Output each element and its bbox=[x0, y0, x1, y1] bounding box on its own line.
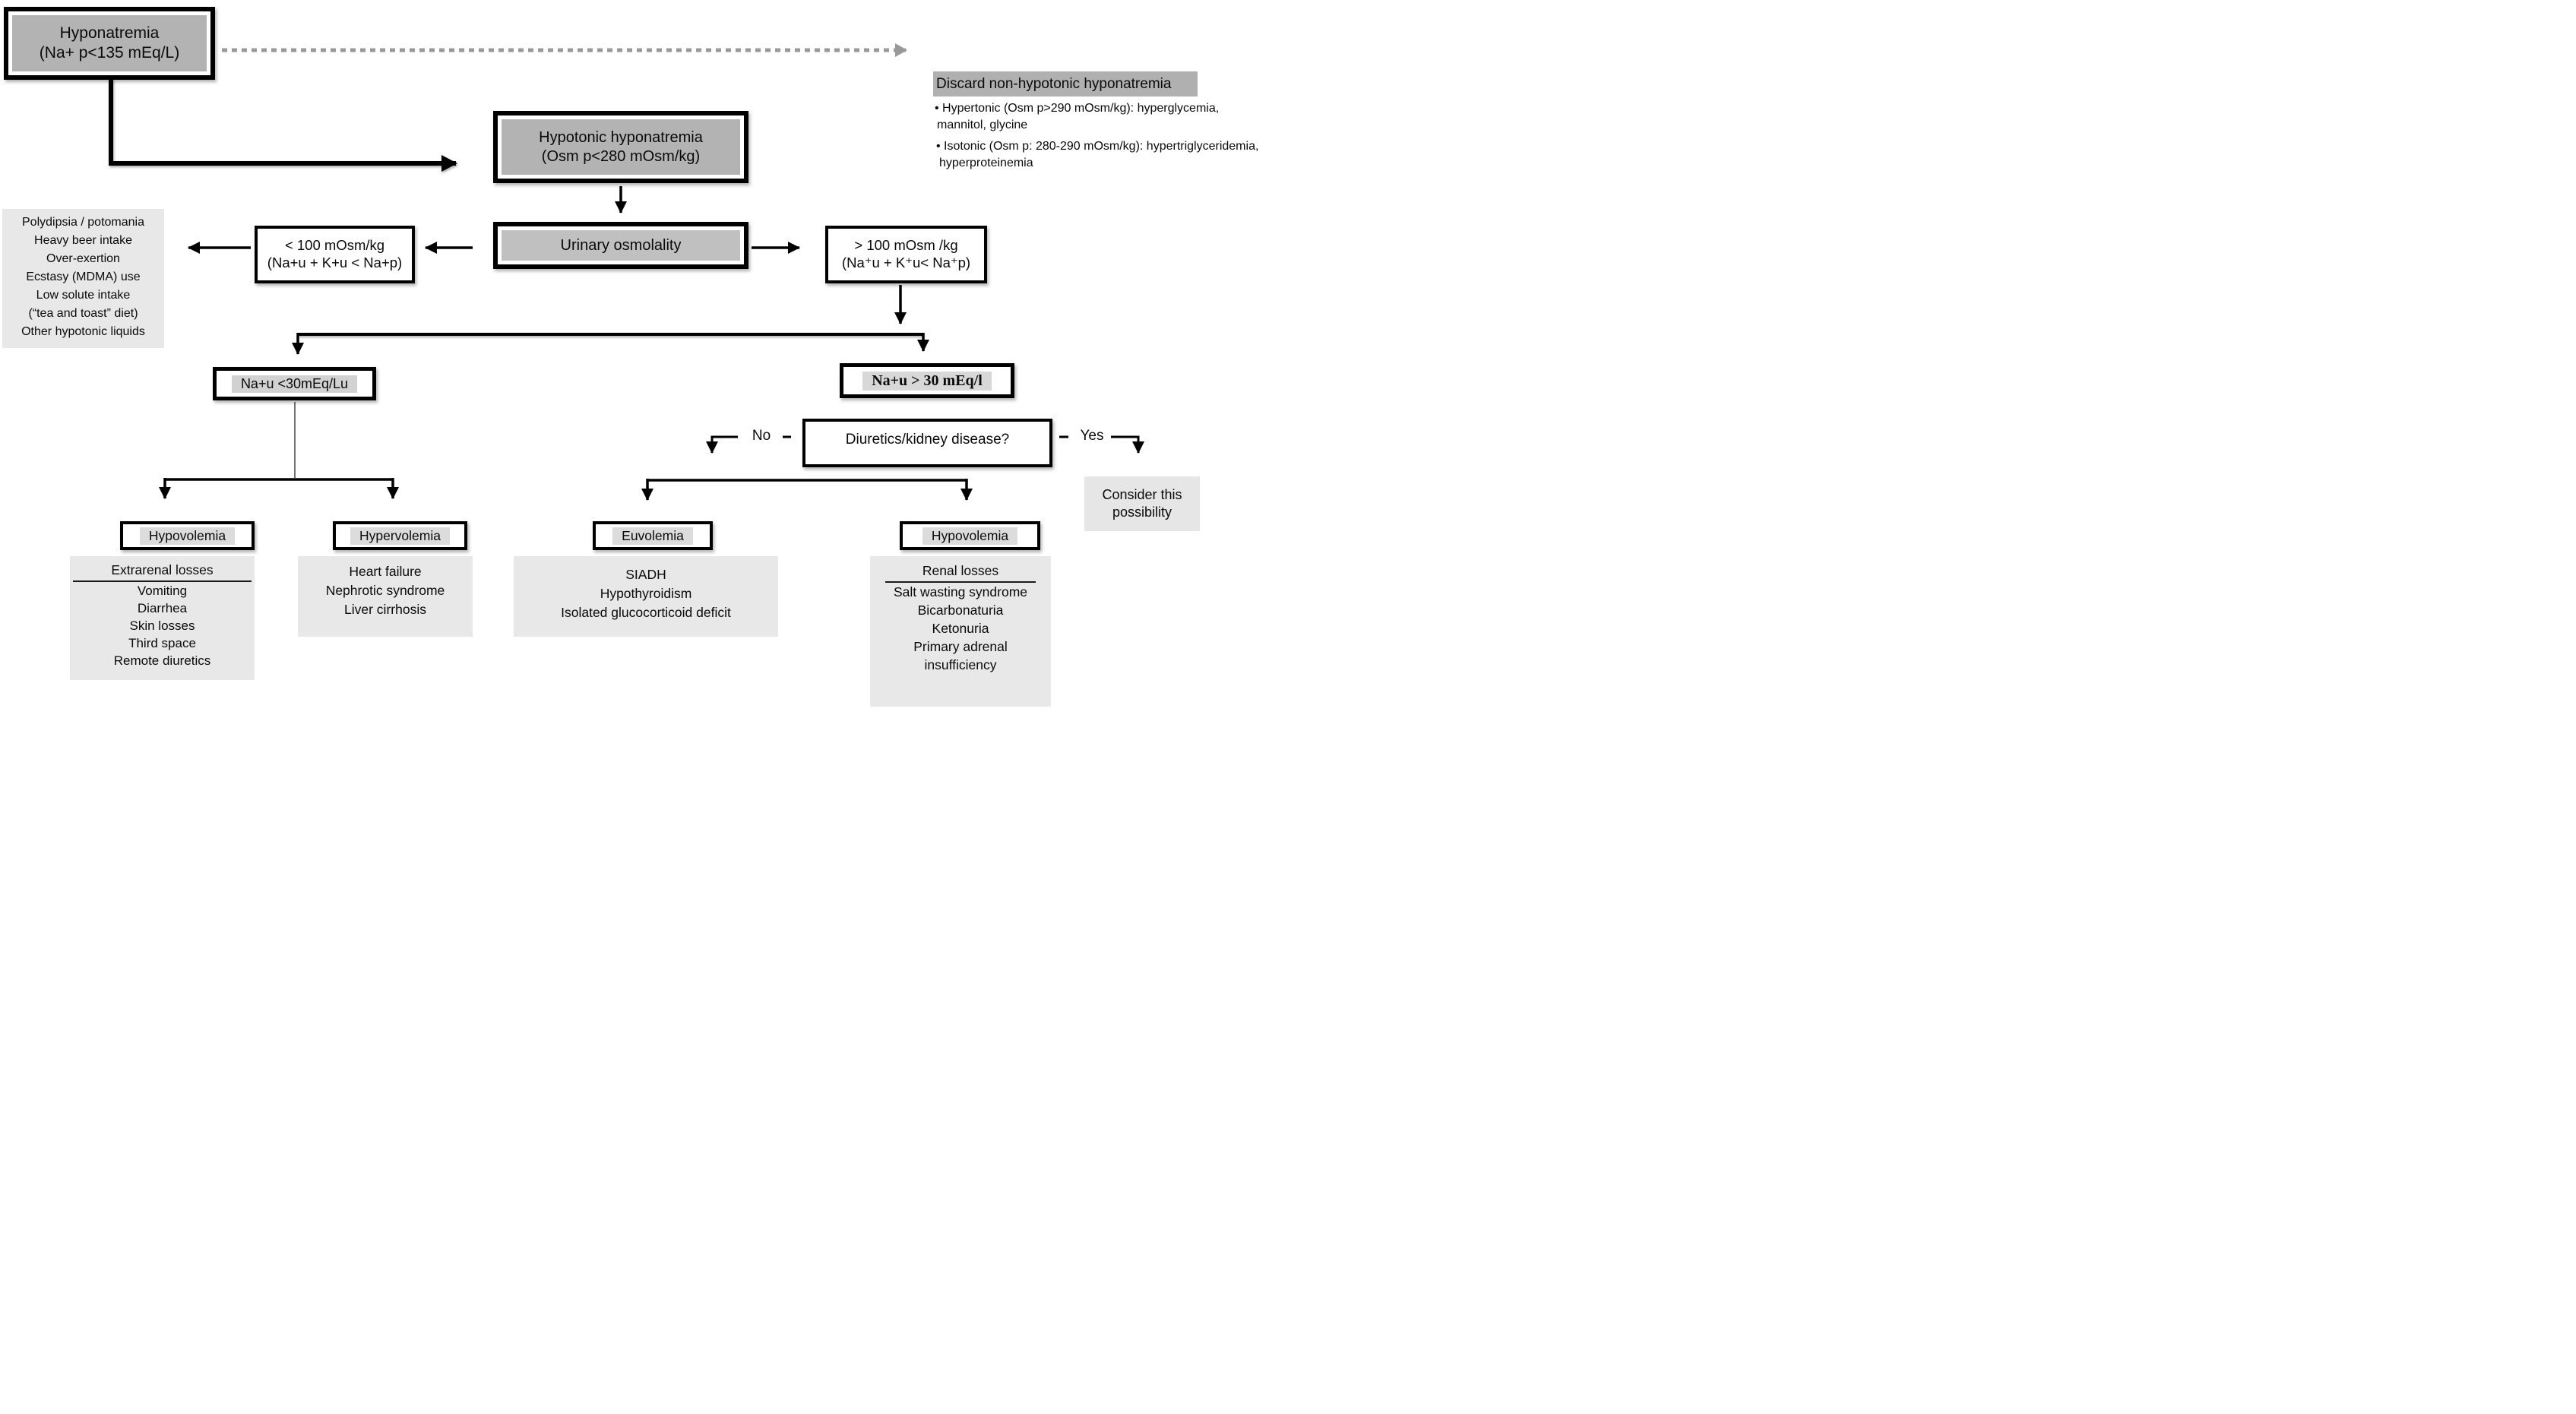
discard-bullet-1-line-1: • Hypertonic (Osm p>290 mOsm/kg): hyperg… bbox=[935, 102, 1220, 115]
list-item: Skin losses bbox=[129, 618, 195, 633]
osm-low-line1: < 100 mOsm/kg bbox=[284, 237, 385, 254]
list-item: Polydipsia / potomania bbox=[22, 216, 144, 229]
list-item: SIADH bbox=[625, 567, 666, 582]
euvolemia-label: Euvolemia bbox=[612, 527, 693, 545]
list-item: Low solute intake bbox=[36, 289, 131, 302]
hypovolemia-right-label: Hypovolemia bbox=[922, 527, 1018, 545]
discard-heading-text: Discard non-hypotonic hyponatremia bbox=[936, 75, 1172, 92]
hypervolemia-label: Hypervolemia bbox=[350, 527, 450, 545]
discard-heading: Discard non-hypotonic hyponatremia bbox=[933, 71, 1198, 96]
osm-high-text: > 100 mOsm /kg (Na⁺u + K⁺u< Na⁺p) bbox=[832, 233, 980, 277]
hypotonic-line2: (Osm p<280 mOsm/kg) bbox=[541, 147, 701, 165]
diuretics-question-box: Diuretics/kidney disease? bbox=[802, 419, 1052, 467]
osm-low-line2: (Na+u + K+u < Na+p) bbox=[267, 255, 403, 270]
list-item: Third space bbox=[128, 636, 196, 650]
na-high-label: Na+u > 30 mEq/l bbox=[862, 371, 992, 391]
no-label: No bbox=[752, 428, 771, 444]
renal-losses-list: Renal losses Salt wasting syndrome Bicar… bbox=[870, 556, 1051, 707]
list-item: Salt wasting syndrome bbox=[893, 584, 1028, 599]
discard-bullet-2-line-2: hyperproteinemia bbox=[939, 157, 1033, 169]
euvolemia-causes-list: SIADH Hypothyroidism Isolated glucocorti… bbox=[514, 556, 778, 637]
list-item: Diarrhea bbox=[137, 601, 188, 615]
hypovolemia-left-box: Hypovolemia bbox=[120, 521, 255, 550]
renal-header: Renal losses bbox=[885, 558, 1036, 583]
hypotonic-text: Hypotonic hyponatremia (Osm p<280 mOsm/k… bbox=[502, 119, 740, 175]
osm-low-text: < 100 mOsm/kg (Na+u + K+u < Na+p) bbox=[261, 233, 408, 277]
list-item: Ketonuria bbox=[932, 621, 989, 636]
urinary-osmolality-box: Urinary osmolality bbox=[493, 222, 748, 269]
hyponatremia-text: Hyponatremia (Na+ p<135 mEq/L) bbox=[12, 15, 207, 71]
list-item: Vomiting bbox=[137, 584, 188, 598]
list-item: Other hypotonic liquids bbox=[21, 325, 145, 338]
euvolemia-box: Euvolemia bbox=[593, 521, 713, 550]
hyponatremia-flowchart: Hyponatremia (Na+ p<135 mEq/L) Discard n… bbox=[0, 0, 1288, 707]
list-item: Bicarbonaturia bbox=[917, 603, 1004, 618]
consider-possibility-text: Consider this possibility bbox=[1102, 486, 1182, 520]
na-low-box: Na+u <30mEq/Lu bbox=[213, 367, 376, 400]
yes-elbow-arrow bbox=[1111, 435, 1144, 454]
osm-low-box: < 100 mOsm/kg (Na+u + K+u < Na+p) bbox=[255, 226, 415, 283]
extrarenal-header: Extrarenal losses bbox=[73, 558, 252, 582]
yes-label: Yes bbox=[1080, 428, 1104, 444]
osm-high-line2: (Na⁺u + K⁺u< Na⁺p) bbox=[841, 255, 971, 270]
list-item: Over-exertion bbox=[46, 252, 120, 265]
list-item: (“tea and toast” diet) bbox=[28, 307, 138, 320]
list-item: Nephrotic syndrome bbox=[325, 583, 445, 598]
hyponatremia-box: Hyponatremia (Na+ p<135 mEq/L) bbox=[4, 7, 215, 80]
hypovolemia-left-label: Hypovolemia bbox=[139, 527, 236, 545]
list-item: Remote diuretics bbox=[113, 653, 211, 668]
na-high-box: Na+u > 30 mEq/l bbox=[840, 363, 1014, 398]
hypotonic-line1: Hypotonic hyponatremia bbox=[539, 129, 703, 147]
diuretics-label: Diuretics/kidney disease? bbox=[845, 432, 1010, 448]
diuretics-text: Diuretics/kidney disease? bbox=[809, 425, 1046, 460]
na-low-label: Na+u <30mEq/Lu bbox=[231, 375, 358, 393]
no-elbow-arrow bbox=[706, 435, 738, 454]
list-item: Heart failure bbox=[349, 564, 422, 579]
osm-high-box: > 100 mOsm /kg (Na⁺u + K⁺u< Na⁺p) bbox=[825, 226, 987, 283]
discard-bullet-1-line-2: mannitol, glycine bbox=[937, 119, 1028, 131]
hypervolemia-box: Hypervolemia bbox=[333, 521, 467, 550]
hyponatremia-line1: Hyponatremia bbox=[59, 24, 160, 43]
hypervolemia-causes-list: Heart failure Nephrotic syndrome Liver c… bbox=[298, 556, 473, 637]
hyponatremia-line2: (Na+ p<135 mEq/L) bbox=[39, 44, 180, 62]
hypovolemia-right-box: Hypovolemia bbox=[900, 521, 1040, 550]
elbow-hyponatremia-to-hypotonic bbox=[109, 79, 457, 172]
discard-bullet-2-line-1: • Isotonic (Osm p: 280-290 mOsm/kg): hyp… bbox=[936, 140, 1259, 153]
osm-high-line1: > 100 mOsm /kg bbox=[854, 237, 958, 254]
list-item: Primary adrenal insufficiency bbox=[913, 639, 1008, 672]
low-osmolality-causes-list: Polydipsia / potomania Heavy beer intake… bbox=[2, 209, 164, 348]
urinary-text: Urinary osmolality bbox=[502, 230, 740, 261]
consider-possibility-box: Consider this possibility bbox=[1084, 476, 1200, 531]
urinary-label: Urinary osmolality bbox=[560, 236, 682, 254]
list-item: Ecstasy (MDMA) use bbox=[26, 270, 141, 283]
list-item: Liver cirrhosis bbox=[344, 602, 426, 617]
list-item: Isolated glucocorticoid deficit bbox=[561, 605, 731, 620]
list-item: Heavy beer intake bbox=[34, 234, 132, 247]
list-item: Hypothyroidism bbox=[600, 586, 692, 601]
extrarenal-losses-list: Extrarenal losses Vomiting Diarrhea Skin… bbox=[70, 556, 255, 680]
hypotonic-hyponatremia-box: Hypotonic hyponatremia (Osm p<280 mOsm/k… bbox=[493, 111, 748, 183]
